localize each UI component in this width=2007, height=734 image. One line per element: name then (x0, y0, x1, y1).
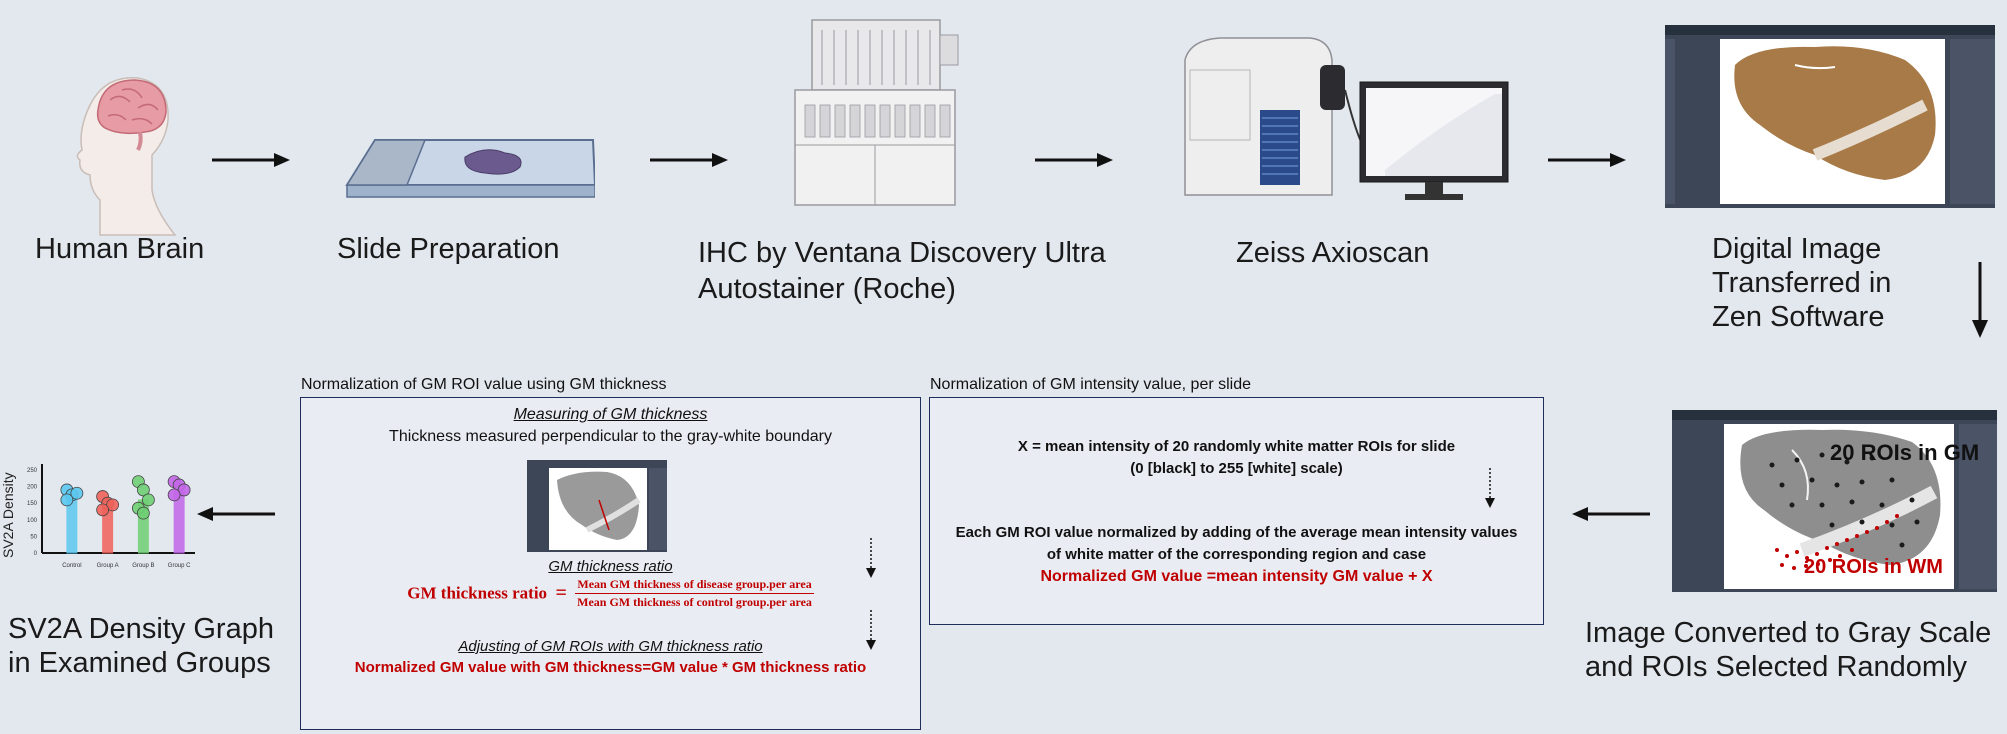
chart-y-tick-label: 0 (34, 551, 38, 557)
x-definition-line2: (0 [black] to 255 [white] scale) (1130, 460, 1343, 477)
arrow-right-icon (1035, 153, 1113, 167)
chart-bars (60, 475, 191, 554)
chart-point (167, 488, 181, 502)
ratio-denominator: Mean GM thickness of control group.per a… (577, 595, 812, 609)
gray-scale-label-line2: and ROIs Selected Randomly (1585, 651, 1968, 683)
density-graph-label-line1: SV2A Density Graph (8, 613, 274, 645)
chart-point (96, 503, 110, 517)
wm-roi-overlay-label: 20 ROIs in WM (1804, 556, 1943, 578)
chart-y-tick-label: 50 (30, 534, 37, 540)
chart-point (70, 486, 84, 500)
human-brain-label: Human Brain (35, 233, 205, 265)
ratio-equals: = (555, 582, 567, 604)
digital-image-label-line2: Transferred in (1712, 267, 1892, 299)
arrow-right-icon (1548, 153, 1626, 167)
slide-preparation-label: Slide Preparation (337, 233, 560, 265)
chart-x-tick-label: Group C (168, 563, 191, 569)
chart-y-tick-label: 250 (27, 468, 38, 474)
chart-x-tick-label: Control (62, 563, 81, 569)
dotted-arrow-down-icon (866, 538, 876, 578)
scanner-computer-icon (1184, 37, 1509, 200)
zen-software-screenshot (1665, 25, 1995, 208)
glass-slide-icon (345, 139, 595, 198)
chart-ylabel: SV2A Density (0, 472, 16, 558)
digital-image-label-line3: Zen Software (1712, 301, 1885, 333)
chart-y-ticks: 250 200 150 100 50 0 (27, 468, 38, 557)
normalized-gm-formula: Normalized GM value =mean intensity GM v… (1040, 568, 1433, 585)
intensity-box-title: Normalization of GM intensity value, per… (930, 376, 1252, 393)
measuring-description: Thickness measured perpendicular to the … (389, 428, 832, 445)
adjust-heading: Adjusting of GM ROIs with GM thickness r… (458, 638, 763, 655)
density-graph-label-line2: in Examined Groups (8, 647, 271, 679)
x-definition-line1: X = mean intensity of 20 randomly white … (1017, 438, 1456, 455)
arrow-left-icon (197, 507, 275, 521)
chart-point (141, 493, 155, 507)
chart-x-tick-label: Group B (132, 563, 154, 569)
chart-x-labels: Control Group A Group B Group C (62, 563, 191, 569)
arrow-left-icon (1572, 507, 1650, 521)
normalization-line2: of white matter of the corresponding reg… (1046, 546, 1427, 563)
dotted-arrow-down-icon (1485, 468, 1495, 508)
human-head-icon (76, 77, 177, 236)
arrow-right-icon (650, 153, 728, 167)
normalization-line1: Each GM ROI value normalized by adding o… (955, 524, 1518, 541)
chart-y-tick-label: 150 (27, 501, 38, 507)
gray-scale-label-line1: Image Converted to Gray Scale (1585, 617, 1992, 649)
chart-y-tick-label: 100 (27, 518, 38, 524)
zeiss-label: Zeiss Axioscan (1236, 237, 1430, 269)
thickness-measurement-screenshot (527, 460, 667, 552)
grayscale-roi-screenshot (1672, 410, 1997, 592)
chart-point (60, 493, 74, 507)
ratio-fraction: Mean GM thickness of disease group.per a… (575, 577, 814, 610)
gm-roi-overlay-label: 20 ROIs in GM (1830, 440, 1980, 465)
adjust-formula: Normalized GM value with GM thickness=GM… (354, 659, 867, 676)
ihc-label-line2: Autostainer (Roche) (698, 273, 956, 305)
dotted-arrow-down-icon (866, 610, 876, 650)
arrow-right-icon (212, 153, 290, 167)
ihc-label-line1: IHC by Ventana Discovery Ultra (698, 237, 1106, 269)
digital-image-label-line1: Digital Image (1712, 233, 1882, 265)
chart-y-tick-label: 200 (27, 485, 38, 491)
ratio-heading: GM thickness ratio (548, 558, 673, 575)
sv2a-density-chart: SV2A Density 250 200 150 100 50 0 Control Grou… (0, 464, 195, 569)
thickness-box-title: Normalization of GM ROI value using GM t… (301, 376, 667, 393)
thickness-normalization-box: Measuring of GM thickness Thickness meas… (300, 397, 921, 730)
ratio-formula: GM thickness ratio = Mean GM thickness o… (301, 577, 920, 610)
ratio-numerator: Mean GM thickness of disease group.per a… (575, 577, 814, 594)
measuring-heading: Measuring of GM thickness (513, 406, 708, 423)
chart-point (136, 506, 150, 520)
chart-x-tick-label: Group A (97, 563, 119, 569)
autostainer-machine-icon (794, 19, 959, 206)
ratio-lhs: GM thickness ratio (407, 583, 548, 603)
intensity-normalization-box: X = mean intensity of 20 randomly white … (929, 397, 1544, 625)
chart-bar (66, 497, 78, 554)
arrow-down-icon (1972, 262, 1988, 338)
